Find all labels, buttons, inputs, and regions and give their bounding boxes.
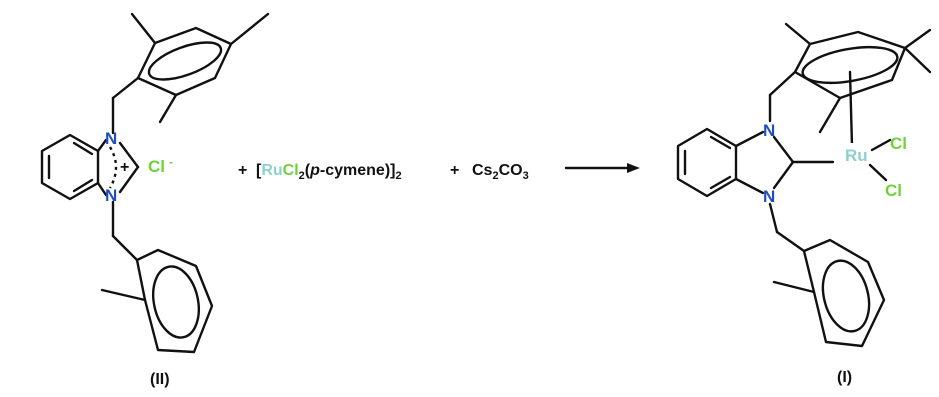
reactant-n-top: N	[105, 129, 117, 148]
product-tolyl-group	[772, 230, 886, 348]
product-n-top: N	[763, 121, 775, 140]
product-arene-group	[768, 22, 932, 148]
product-benzo-ring	[676, 127, 738, 198]
reactant-II: N N + Cl- (II)	[40, 12, 270, 388]
reactant-mesityl-group	[111, 12, 270, 124]
ruthenium-dimer-formula: [RuCl2(p-cymene)]2	[256, 162, 402, 182]
product-chloride-top: Cl	[890, 134, 907, 153]
plus-sign-1: +	[238, 162, 247, 179]
reactant-positive-charge: +	[120, 159, 129, 176]
product-ruthenium: Ru	[845, 146, 868, 165]
reactant-imidazolium-ring	[96, 96, 140, 238]
reactant-label: (II)	[150, 371, 170, 388]
reactant-benzo-ring	[40, 133, 100, 201]
product-imidazoline-ring	[734, 93, 835, 234]
reactant-chloride: Cl-	[148, 155, 173, 176]
product-label: (I)	[837, 369, 852, 386]
reaction-arrow	[564, 163, 640, 173]
reagents: + [RuCl2(p-cymene)]2 + Cs2CO3	[238, 162, 640, 182]
product-I: N N Ru Cl Cl (I)	[676, 22, 932, 386]
cesium-carbonate-formula: Cs2CO3	[472, 162, 529, 182]
product-n-bottom: N	[763, 187, 775, 206]
reactant-tolyl-group	[100, 234, 214, 354]
product-chloride-bottom: Cl	[885, 181, 902, 200]
product-ru-cl-bonds	[868, 138, 892, 182]
reactant-n-bottom: N	[105, 186, 117, 205]
plus-sign-2: +	[450, 162, 459, 179]
